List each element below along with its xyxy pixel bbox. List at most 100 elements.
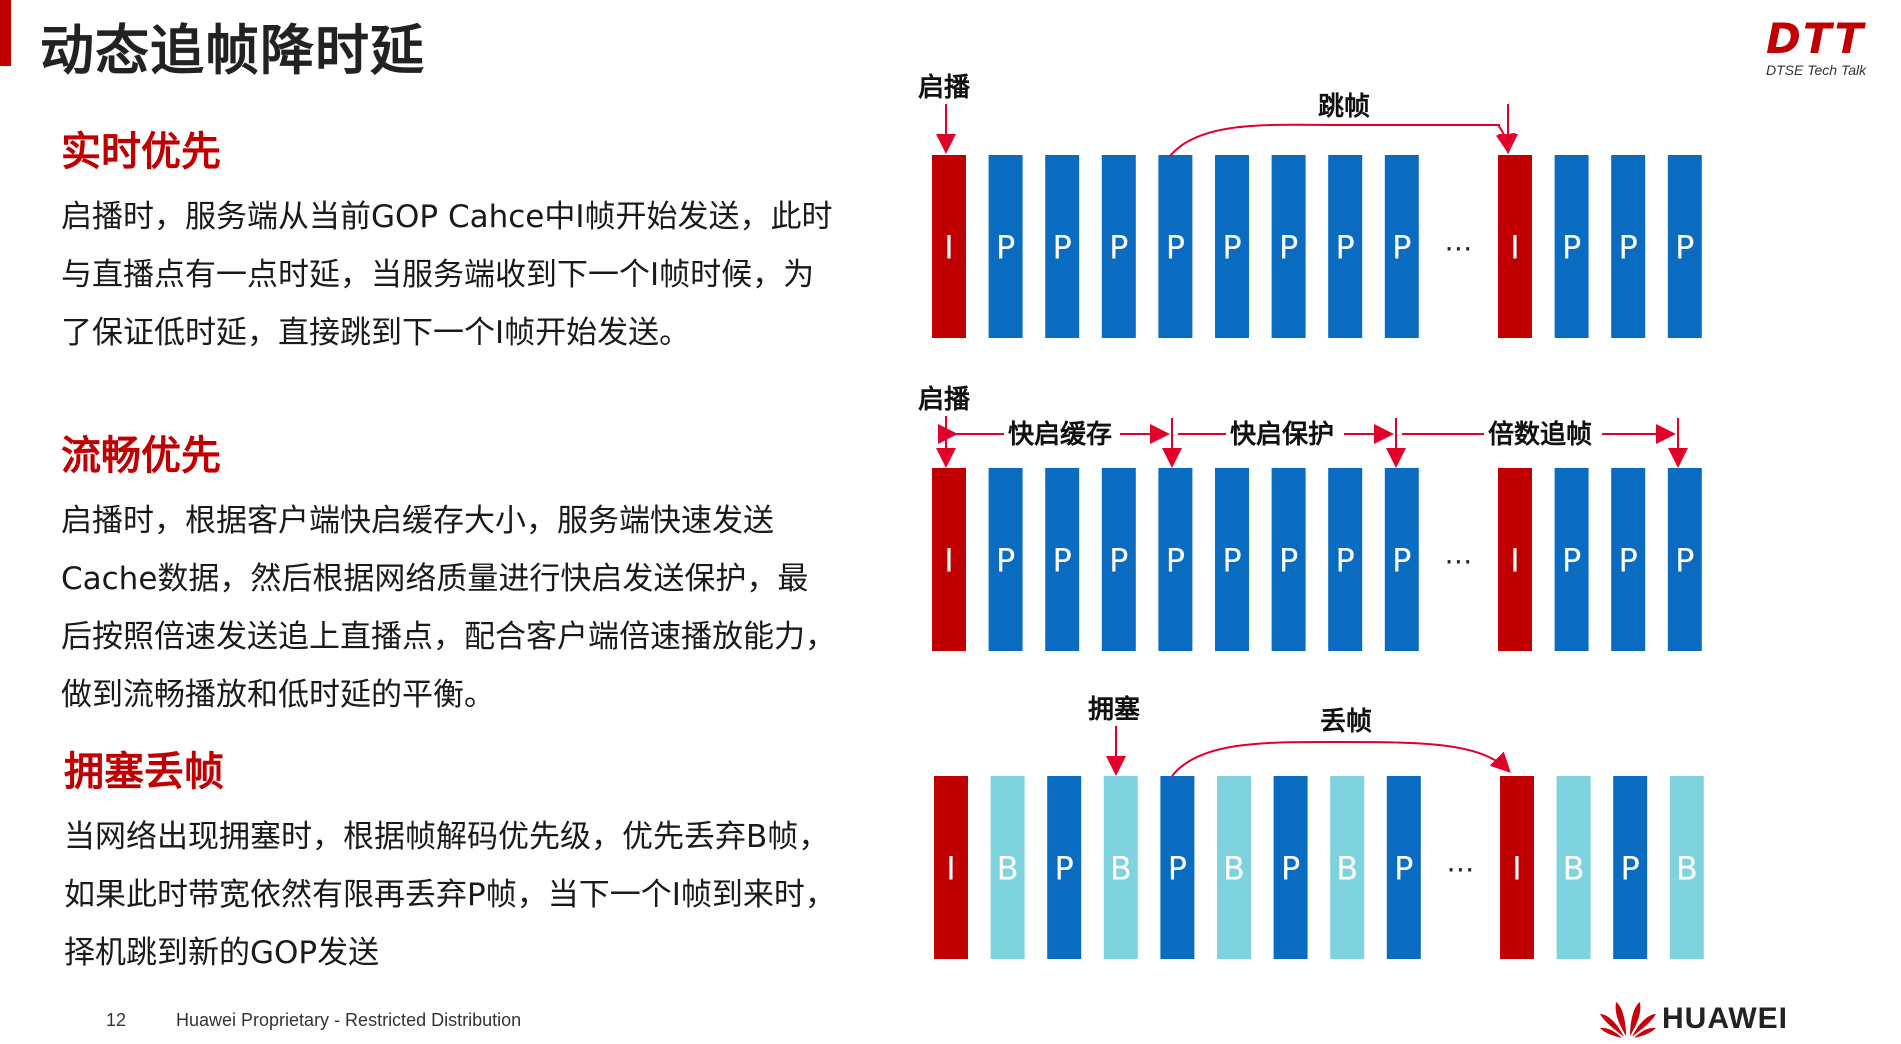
frame-p — [1328, 468, 1363, 651]
frame-label: P — [1562, 229, 1581, 267]
frame-b — [1103, 776, 1138, 959]
frame-p — [1554, 468, 1589, 651]
jump-curve — [1169, 123, 1500, 157]
frame-p — [1611, 468, 1646, 651]
jump-curve-end — [1495, 124, 1516, 154]
frame-label: B — [1110, 850, 1132, 888]
frame-b — [990, 776, 1025, 959]
frame-label: P — [1619, 229, 1638, 267]
frame-i — [1498, 468, 1532, 651]
frame-p — [988, 155, 1023, 338]
frame-b — [1217, 776, 1251, 959]
section-body-realtime: 启播时，服务端从当前GOP Cahce中I帧开始发送，此时 与直播点有一点时延，… — [61, 188, 881, 362]
frame-i — [1498, 155, 1532, 338]
frame-label: I — [944, 542, 953, 580]
dtt-logo-mark: DTT — [1766, 14, 1866, 63]
frame-p — [988, 468, 1023, 651]
ellipsis-marker: … — [1444, 538, 1472, 571]
section-heading-congestion: 拥塞丢帧 — [64, 749, 224, 795]
frame-label: I — [944, 229, 953, 267]
body-line: 启播时，服务端从当前GOP Cahce中I帧开始发送，此时 — [61, 199, 833, 235]
frame-label: P — [1279, 229, 1298, 267]
footer-text: Huawei Proprietary - Restricted Distribu… — [176, 1010, 522, 1030]
frame-b — [1556, 776, 1591, 959]
frame-p — [1667, 155, 1702, 338]
frame-p — [1554, 155, 1589, 338]
frame-label: P — [1053, 542, 1072, 580]
frame-p — [1101, 155, 1136, 338]
frame-label: I — [946, 850, 955, 888]
label-start-playback-2: 启播 — [918, 384, 971, 415]
frame-label: P — [1336, 542, 1355, 580]
frame-label: P — [1675, 542, 1694, 580]
dtt-logo: DTT DTSE Tech Talk — [1766, 18, 1890, 86]
frame-label: P — [1222, 229, 1241, 267]
frame-label: B — [1223, 850, 1245, 888]
frame-label: I — [1510, 542, 1519, 580]
frame-label: P — [1675, 229, 1694, 267]
frame-p — [1271, 155, 1306, 338]
page-number: 12 — [106, 1010, 127, 1030]
section-heading-realtime: 实时优先 — [61, 129, 221, 175]
frame-label: P — [1392, 229, 1411, 267]
body-line: 了保证低时延，直接跳到下一个I帧开始发送。 — [61, 315, 691, 351]
frame-p — [1045, 155, 1080, 338]
frame-label: P — [1053, 229, 1072, 267]
drop-curve — [1171, 740, 1511, 777]
frame-p — [1611, 155, 1646, 338]
body-line: 做到流畅播放和低时延的平衡。 — [61, 677, 495, 713]
section-body-congestion: 当网络出现拥塞时，根据帧解码优先级，优先丢弃B帧， 如果此时带宽依然有限再丢弃P… — [64, 808, 884, 982]
frame-i — [932, 468, 966, 651]
frame-label: B — [997, 850, 1019, 888]
frame-p — [1101, 468, 1136, 651]
huawei-flower-icon — [1600, 1002, 1656, 1038]
frame-label: P — [1222, 542, 1241, 580]
frame-label: P — [1336, 229, 1355, 267]
frame-label: P — [1055, 850, 1074, 888]
frame-p — [1158, 468, 1193, 651]
frame-label: P — [996, 542, 1015, 580]
frame-i — [932, 155, 966, 338]
label-start-playback: 启播 — [918, 72, 971, 103]
ellipsis-marker: … — [1446, 846, 1474, 879]
label-jump-frame: 跳帧 — [1318, 92, 1370, 122]
frame-label: B — [1676, 850, 1698, 888]
huawei-logo: HUAWEI — [1598, 996, 1787, 1044]
frame-b — [1669, 776, 1704, 959]
label-drop-frame: 丢帧 — [1320, 707, 1372, 737]
frame-label: P — [1109, 229, 1128, 267]
label-congestion: 拥塞 — [1088, 694, 1140, 725]
frame-label: P — [1619, 542, 1638, 580]
frame-p — [1160, 776, 1195, 959]
accent-bar — [0, 0, 11, 66]
section-heading-smooth: 流畅优先 — [61, 433, 221, 479]
frame-label: I — [1510, 229, 1519, 267]
frame-p — [1045, 468, 1080, 651]
frame-p — [1271, 468, 1306, 651]
frame-p — [1384, 155, 1419, 338]
label-fast-start-protect: 快启保护 — [1230, 419, 1334, 450]
body-line: 与直播点有一点时延，当服务端收到下一个I帧时候，为 — [61, 257, 815, 293]
frame-label: P — [1109, 542, 1128, 580]
dtt-logo-subtitle: DTSE Tech Talk — [1766, 62, 1867, 78]
frame-label: P — [1621, 850, 1640, 888]
body-line: 启播时，根据客户端快启缓存大小，服务端快速发送 — [61, 503, 774, 539]
frame-p — [1384, 468, 1419, 651]
section-body-smooth: 启播时，根据客户端快启缓存大小，服务端快速发送 Cache数据，然后根据网络质量… — [61, 492, 881, 724]
frame-label: P — [1279, 542, 1298, 580]
frame-label: P — [1166, 542, 1185, 580]
frame-label: P — [1392, 542, 1411, 580]
frame-p — [1047, 776, 1082, 959]
body-line: 当网络出现拥塞时，根据帧解码优先级，优先丢弃B帧， — [64, 819, 830, 855]
body-line: Cache数据，然后根据网络质量进行快启发送保护，最 — [61, 561, 809, 597]
frame-label: P — [1562, 542, 1581, 580]
body-line: 如果此时带宽依然有限再丢弃P帧，当下一个I帧到来时， — [64, 877, 836, 913]
frame-b — [1330, 776, 1365, 959]
frame-p — [1273, 776, 1308, 959]
label-fast-start-cache: 快启缓存 — [1008, 419, 1112, 450]
body-line: 后按照倍速发送追上直播点，配合客户端倍速播放能力， — [61, 619, 836, 655]
